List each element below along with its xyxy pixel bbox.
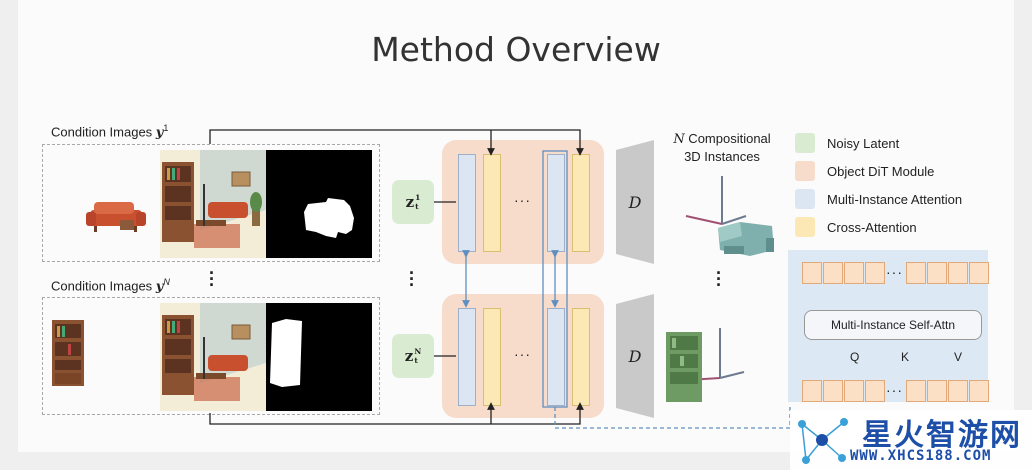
decoder-label-n: D xyxy=(628,347,642,366)
decoder-n: D xyxy=(616,294,654,418)
decoder-label-1: D xyxy=(628,193,642,212)
multi-instance-attention-block-na xyxy=(458,308,476,406)
input-tokens-ellipsis: ··· xyxy=(886,382,903,398)
token xyxy=(802,380,822,402)
input-tokens-right xyxy=(906,380,990,402)
legend-swatch-cross-attention xyxy=(795,217,815,237)
room-scene-image-1 xyxy=(160,150,266,258)
cross-attention-block-nb xyxy=(572,308,590,406)
q-label: Q xyxy=(850,350,860,364)
legend-label-multi-instance-attention: Multi-Instance Attention xyxy=(827,191,963,207)
cross-attention-block-na xyxy=(483,308,501,406)
condition-var-n: y xyxy=(155,279,164,295)
token xyxy=(865,380,885,402)
multi-instance-attention-block-nb xyxy=(547,308,565,406)
condition-sup-n: N xyxy=(163,277,170,287)
latent-sup-1: 1 xyxy=(415,193,421,202)
watermark-network-icon xyxy=(798,418,848,464)
condition-images-label-n: Condition Images yN xyxy=(51,277,170,294)
token xyxy=(927,380,947,402)
output-tokens-ellipsis: ··· xyxy=(886,264,903,280)
legend-noisy-latent: Noisy Latent xyxy=(795,133,899,153)
instances-line-2: 3D Instances xyxy=(684,149,760,164)
sofa-object-image-1 xyxy=(86,202,146,232)
watermark-text: 星火智游网 xyxy=(862,418,1022,453)
legend-object-dit: Object DiT Module xyxy=(795,161,934,181)
room-scene-image-n xyxy=(160,303,266,411)
instance-ellipsis: ··· xyxy=(716,263,722,295)
watermark-background xyxy=(790,410,1032,470)
legend-label-object-dit: Object DiT Module xyxy=(827,163,935,179)
latent-ellipsis: ··· xyxy=(409,263,415,295)
output-tokens-left xyxy=(802,262,886,284)
token xyxy=(865,262,885,284)
condition-label-text-n: Condition Images xyxy=(51,278,156,294)
token xyxy=(948,262,968,284)
multi-instance-self-attn-block: Multi-Instance Self-Attn xyxy=(804,310,982,340)
bookshelf-mask-shape-n xyxy=(270,319,302,387)
multi-instance-attention-block-1a xyxy=(458,154,476,252)
page-title: Method Overview xyxy=(371,30,661,69)
condition-var-1: y xyxy=(155,125,164,141)
token xyxy=(906,262,926,284)
token xyxy=(802,262,822,284)
instances-line-1: Compositional xyxy=(684,131,771,146)
token xyxy=(823,262,843,284)
legend-cross-attention: Cross-Attention xyxy=(795,217,917,237)
legend-swatch-multi-instance-attention xyxy=(795,189,815,209)
mask-image-1 xyxy=(266,150,372,258)
3d-bookshelf-instance xyxy=(666,328,745,402)
token xyxy=(823,380,843,402)
token xyxy=(844,380,864,402)
token xyxy=(948,380,968,402)
k-label: K xyxy=(901,350,910,364)
latent-sup-n: N xyxy=(414,347,422,356)
sofa-mask-shape-1 xyxy=(304,198,354,238)
condition-ellipsis: ··· xyxy=(209,263,215,295)
legend-multi-instance-attention: Multi-Instance Attention xyxy=(795,189,962,209)
output-tokens-right xyxy=(906,262,990,284)
cross-attention-block-1a xyxy=(483,154,501,252)
token xyxy=(969,262,989,284)
token xyxy=(927,262,947,284)
latent-var-n: z xyxy=(404,347,414,365)
input-tokens-left xyxy=(802,380,886,402)
watermark-url: WWW.XHCS188.COM xyxy=(850,448,992,464)
legend-swatch-noisy-latent xyxy=(795,133,815,153)
latent-var-1: z xyxy=(405,193,415,211)
dit-ellipsis-1: ··· xyxy=(514,192,531,208)
mask-image-n xyxy=(266,303,372,411)
dit-ellipsis-n: ··· xyxy=(514,346,531,362)
3d-sofa-instance xyxy=(685,176,774,256)
legend-swatch-object-dit xyxy=(795,161,815,181)
latent-sub-1: t xyxy=(415,202,419,211)
legend-label-cross-attention: Cross-Attention xyxy=(827,219,917,235)
condition-label-text-1: Condition Images xyxy=(51,124,156,140)
token xyxy=(969,380,989,402)
instances-label: N Compositional 3D Instances xyxy=(660,130,784,165)
v-label: V xyxy=(954,350,963,364)
token xyxy=(906,380,926,402)
condition-sup-1: 1 xyxy=(163,123,169,133)
bookshelf-object-image-n xyxy=(52,320,84,386)
latent-sub-n: t xyxy=(414,356,418,365)
token xyxy=(844,262,864,284)
condition-images-label-1: Condition Images y1 xyxy=(51,123,168,140)
decoder-1: D xyxy=(616,140,654,264)
multi-instance-attention-block-1b xyxy=(547,154,565,252)
instances-var: N xyxy=(673,132,685,147)
legend-label-noisy-latent: Noisy Latent xyxy=(827,135,900,151)
cross-attention-block-1b xyxy=(572,154,590,252)
